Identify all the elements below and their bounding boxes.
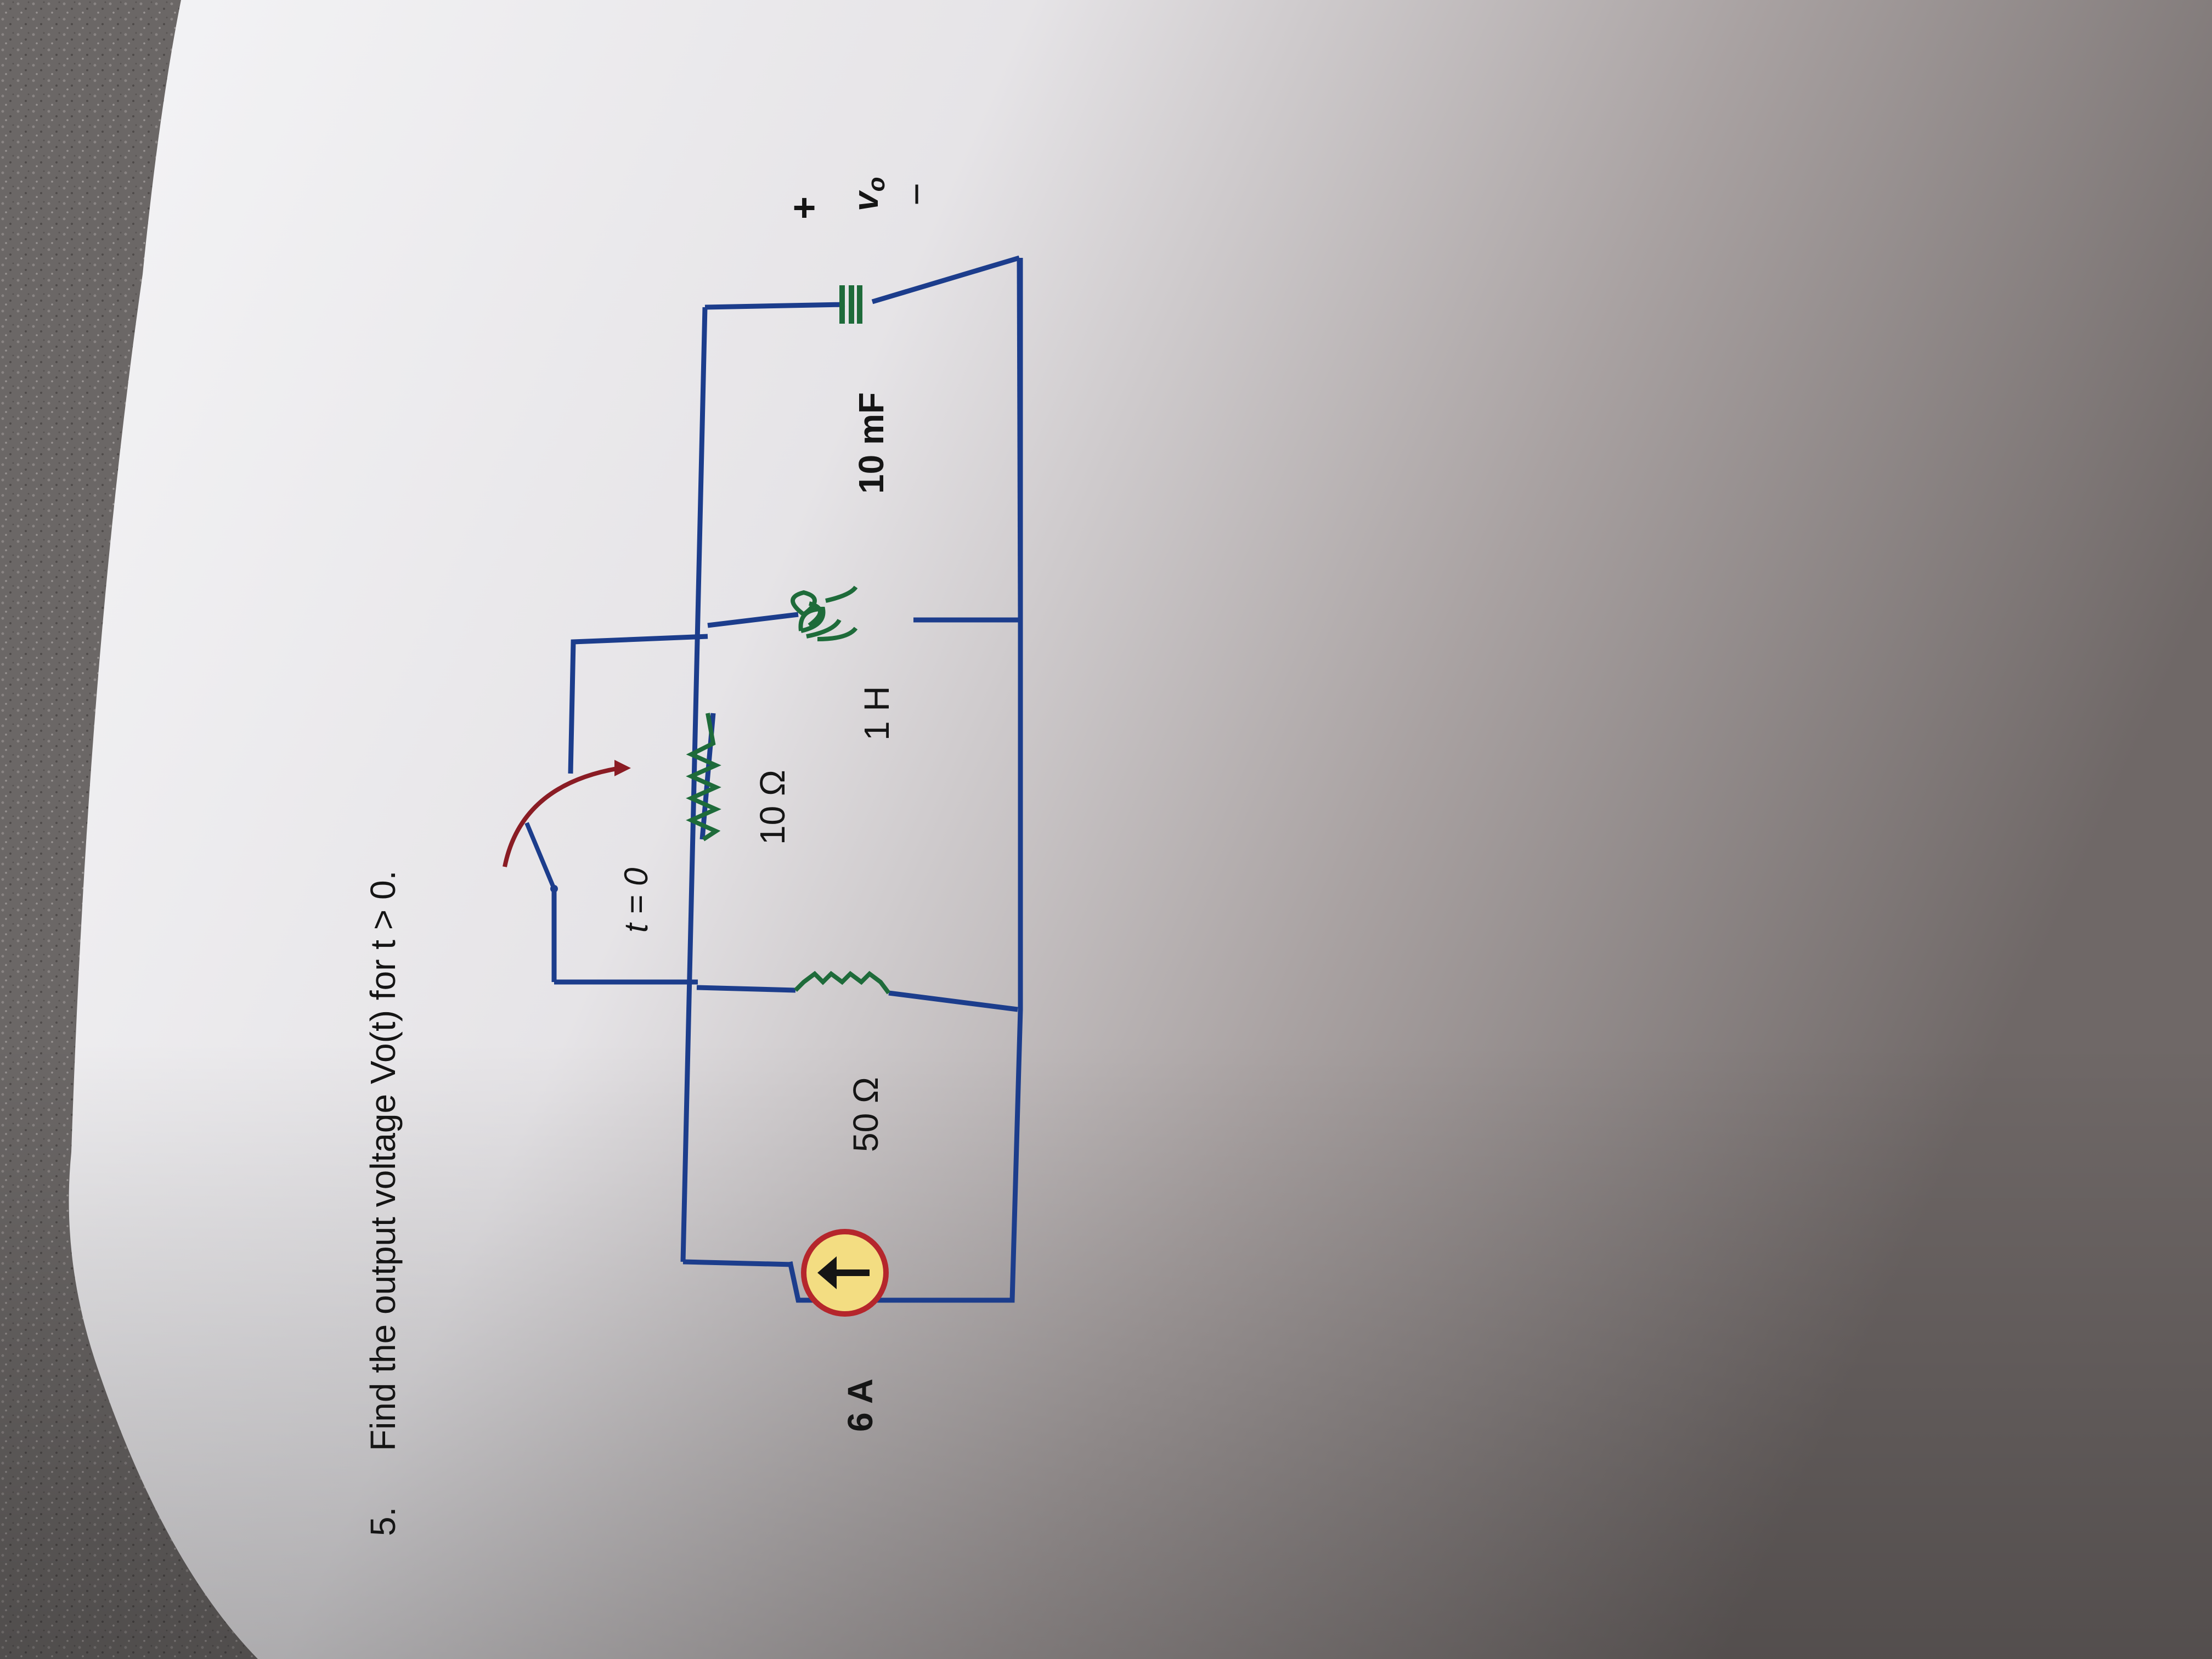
resistor-50-ohm: [794, 970, 891, 995]
right-end: [704, 302, 845, 310]
switch-t0: [503, 760, 631, 893]
cap-branch-bottom: [871, 255, 1020, 304]
inductor-leads: [707, 612, 1019, 628]
problem-statement: 5. Find the output voltage Vo(t) for t >…: [363, 871, 403, 1536]
current-source-6A: [801, 1229, 889, 1317]
vo-plus: +: [782, 196, 826, 219]
resistor-10-ohm: [686, 713, 721, 842]
capacitor-label: 10 mF: [851, 392, 891, 494]
r50-label: 50 Ω: [846, 1077, 885, 1152]
problem-number: 5.: [363, 1507, 403, 1536]
inductor-1H: [791, 585, 858, 641]
vo-label: vo: [846, 177, 890, 211]
left-end-to-source: [682, 1259, 793, 1267]
vo-subscript: o: [863, 177, 890, 192]
bottom-rail-right: [1017, 257, 1023, 620]
paper-shadow: [0, 1042, 2212, 1659]
switch-loop: [551, 634, 708, 985]
circuit-wires: [551, 255, 1023, 1303]
r50-right-lead: [888, 990, 1018, 1012]
vo-letter: v: [846, 190, 885, 211]
top-rail-left: [680, 307, 708, 1262]
source-label: 6 A: [840, 1379, 880, 1432]
inductor-label: 1 H: [857, 686, 896, 741]
bottom-rail-left: [787, 258, 1023, 1303]
r10-label: 10 Ω: [753, 770, 792, 845]
vo-minus: −: [895, 183, 939, 206]
switch-label: t = 0: [618, 868, 654, 933]
problem-text: Find the output voltage Vo(t) for t > 0.: [363, 871, 403, 1451]
r50-left-lead: [696, 985, 796, 993]
capacitor-10mF: [839, 285, 862, 324]
